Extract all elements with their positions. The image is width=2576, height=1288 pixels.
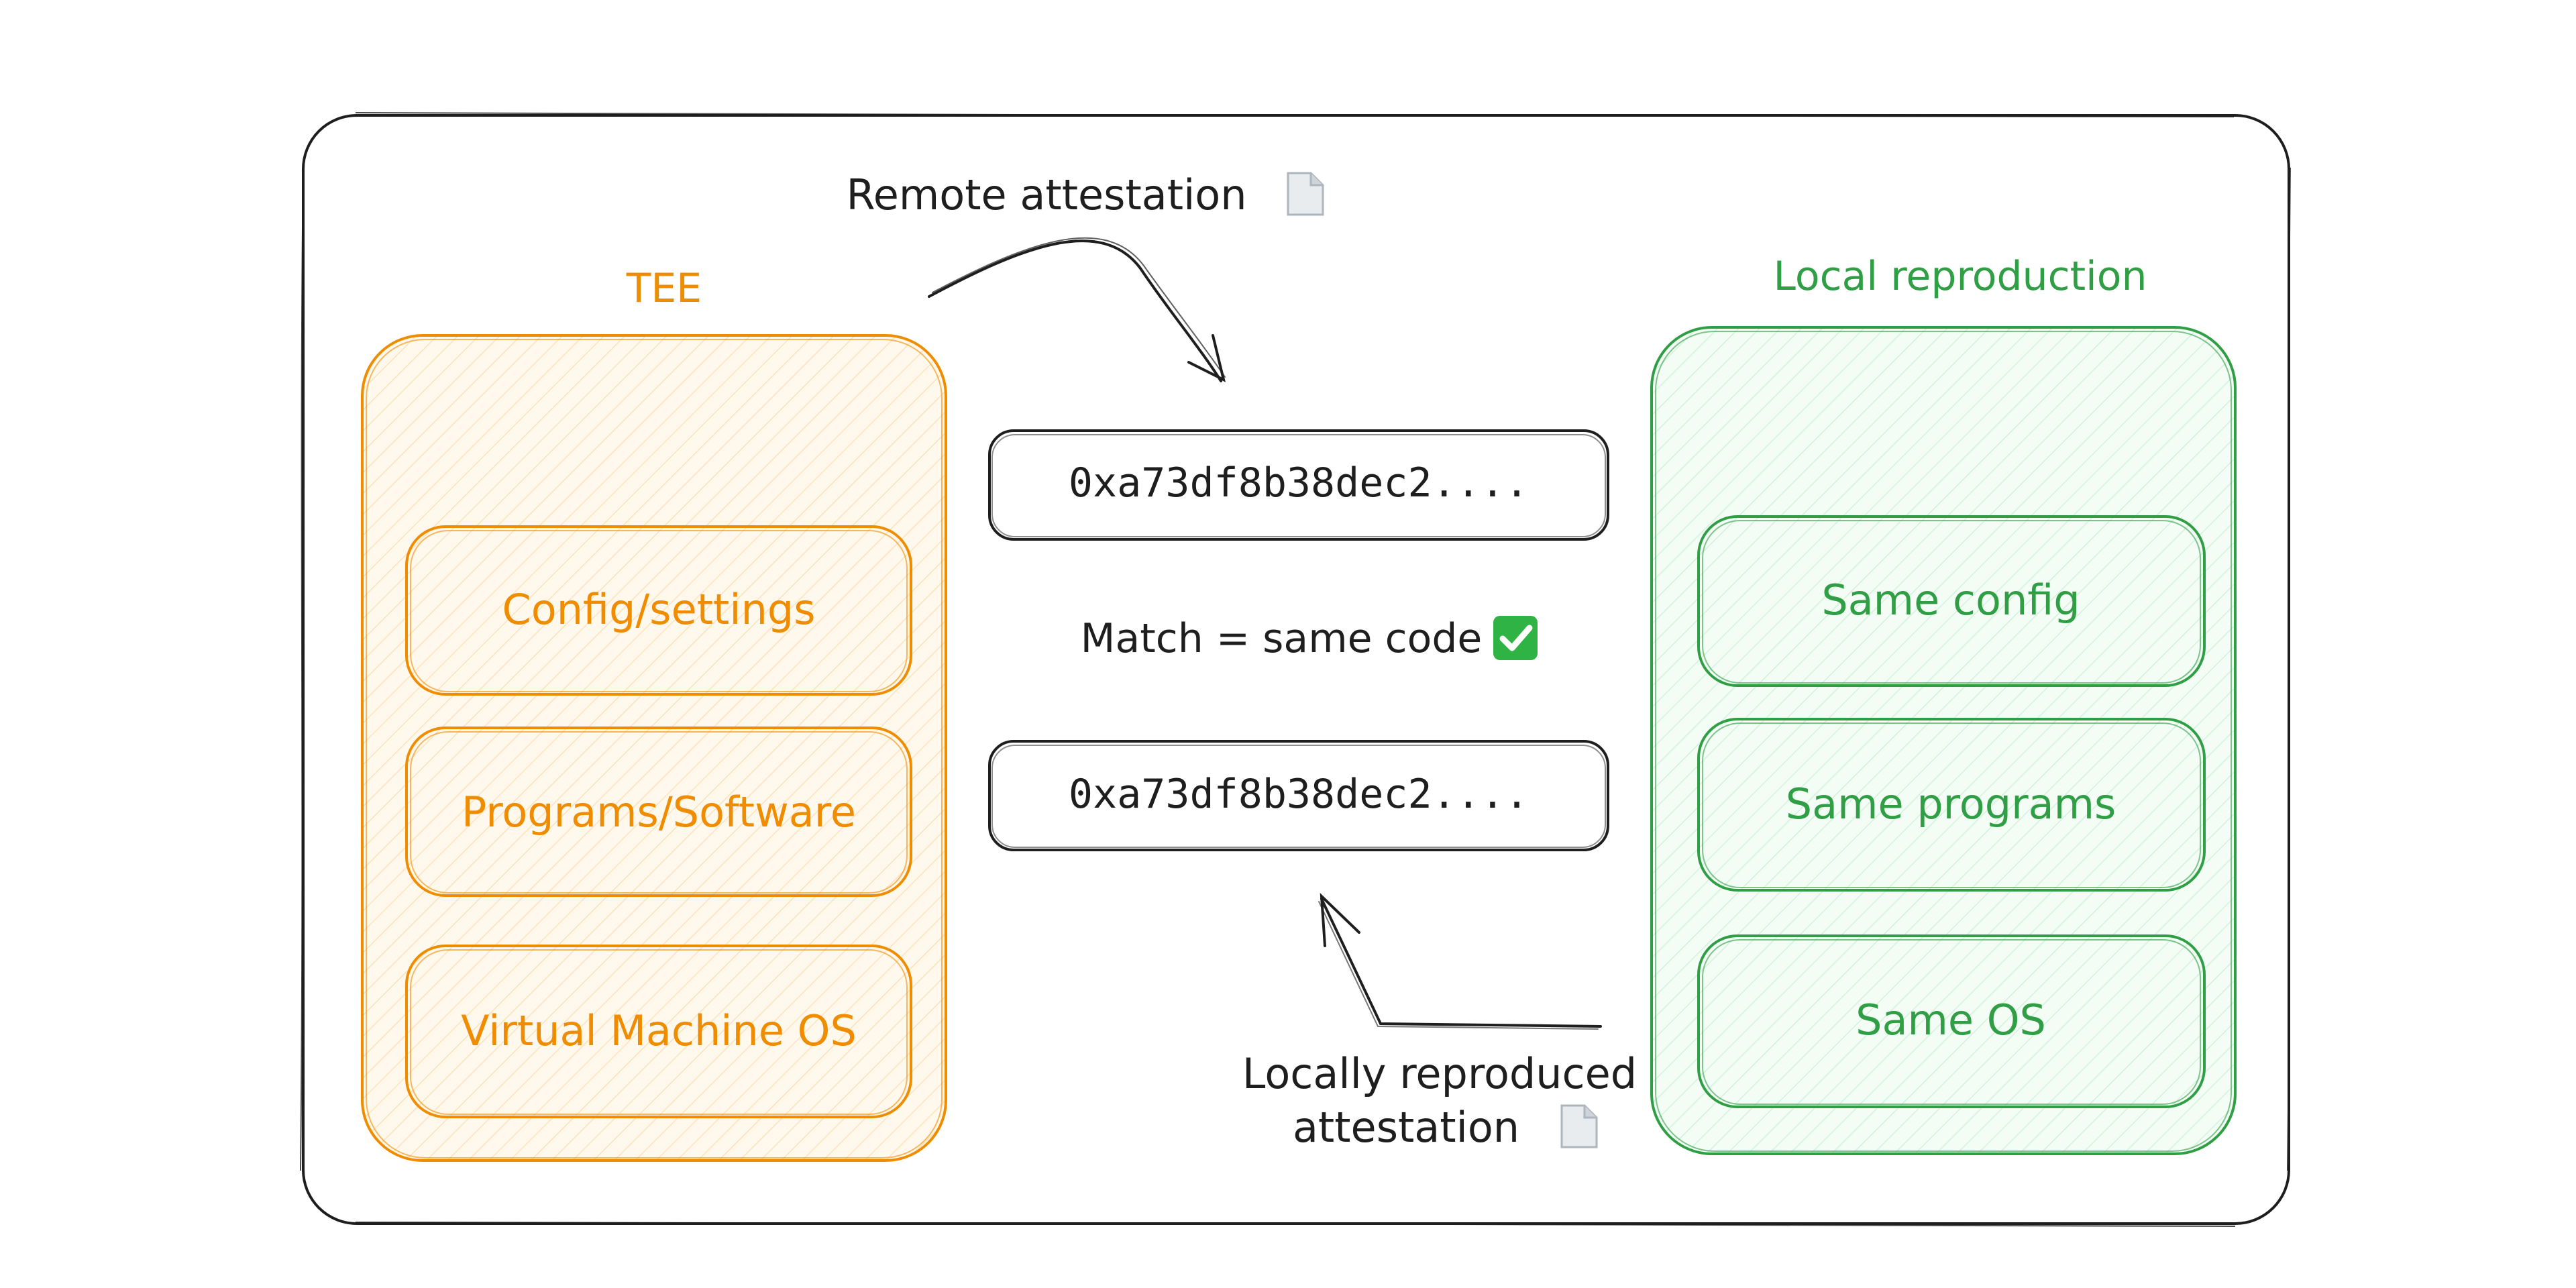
- local-attestation-label-line2: attestation: [1293, 1103, 1519, 1152]
- hash-value: 0xa73df8b38dec2....: [1069, 771, 1529, 818]
- local-attestation-arrow: [1318, 892, 1602, 1030]
- local-title: Local reproduction: [1773, 253, 2147, 300]
- match-row: Match = same code: [1081, 615, 1538, 662]
- hash-box-top: 0xa73df8b38dec2....: [988, 429, 1609, 541]
- tee-item-programs: Programs/Software: [405, 727, 912, 897]
- remote-attestation-arrow: [928, 237, 1226, 382]
- tee-item-label: Config/settings: [502, 585, 815, 634]
- local-item-programs: Same programs: [1697, 718, 2206, 892]
- outer-frame: [300, 112, 2291, 1227]
- document-icon: [1560, 1104, 1598, 1148]
- tee-item-label: Programs/Software: [462, 788, 856, 837]
- local-item-config: Same config: [1697, 515, 2206, 687]
- tee-title: TEE: [626, 265, 702, 312]
- tee-item-label: Virtual Machine OS: [461, 1006, 857, 1055]
- tee-item-config: Config/settings: [405, 525, 912, 696]
- local-item-label: Same OS: [1856, 996, 2046, 1044]
- hash-value: 0xa73df8b38dec2....: [1069, 460, 1529, 506]
- hash-box-bottom: 0xa73df8b38dec2....: [988, 740, 1609, 851]
- local-attestation-label-line1: Locally reproduced: [1242, 1049, 1637, 1098]
- local-item-label: Same config: [1821, 576, 2080, 625]
- check-mark-icon: [1493, 616, 1538, 660]
- remote-attestation-label: Remote attestation: [846, 170, 1246, 219]
- local-item-label: Same programs: [1786, 780, 2116, 828]
- match-label: Match = same code: [1081, 615, 1483, 662]
- local-item-os: Same OS: [1697, 934, 2206, 1108]
- tee-item-os: Virtual Machine OS: [405, 945, 912, 1118]
- document-icon: [1287, 172, 1324, 216]
